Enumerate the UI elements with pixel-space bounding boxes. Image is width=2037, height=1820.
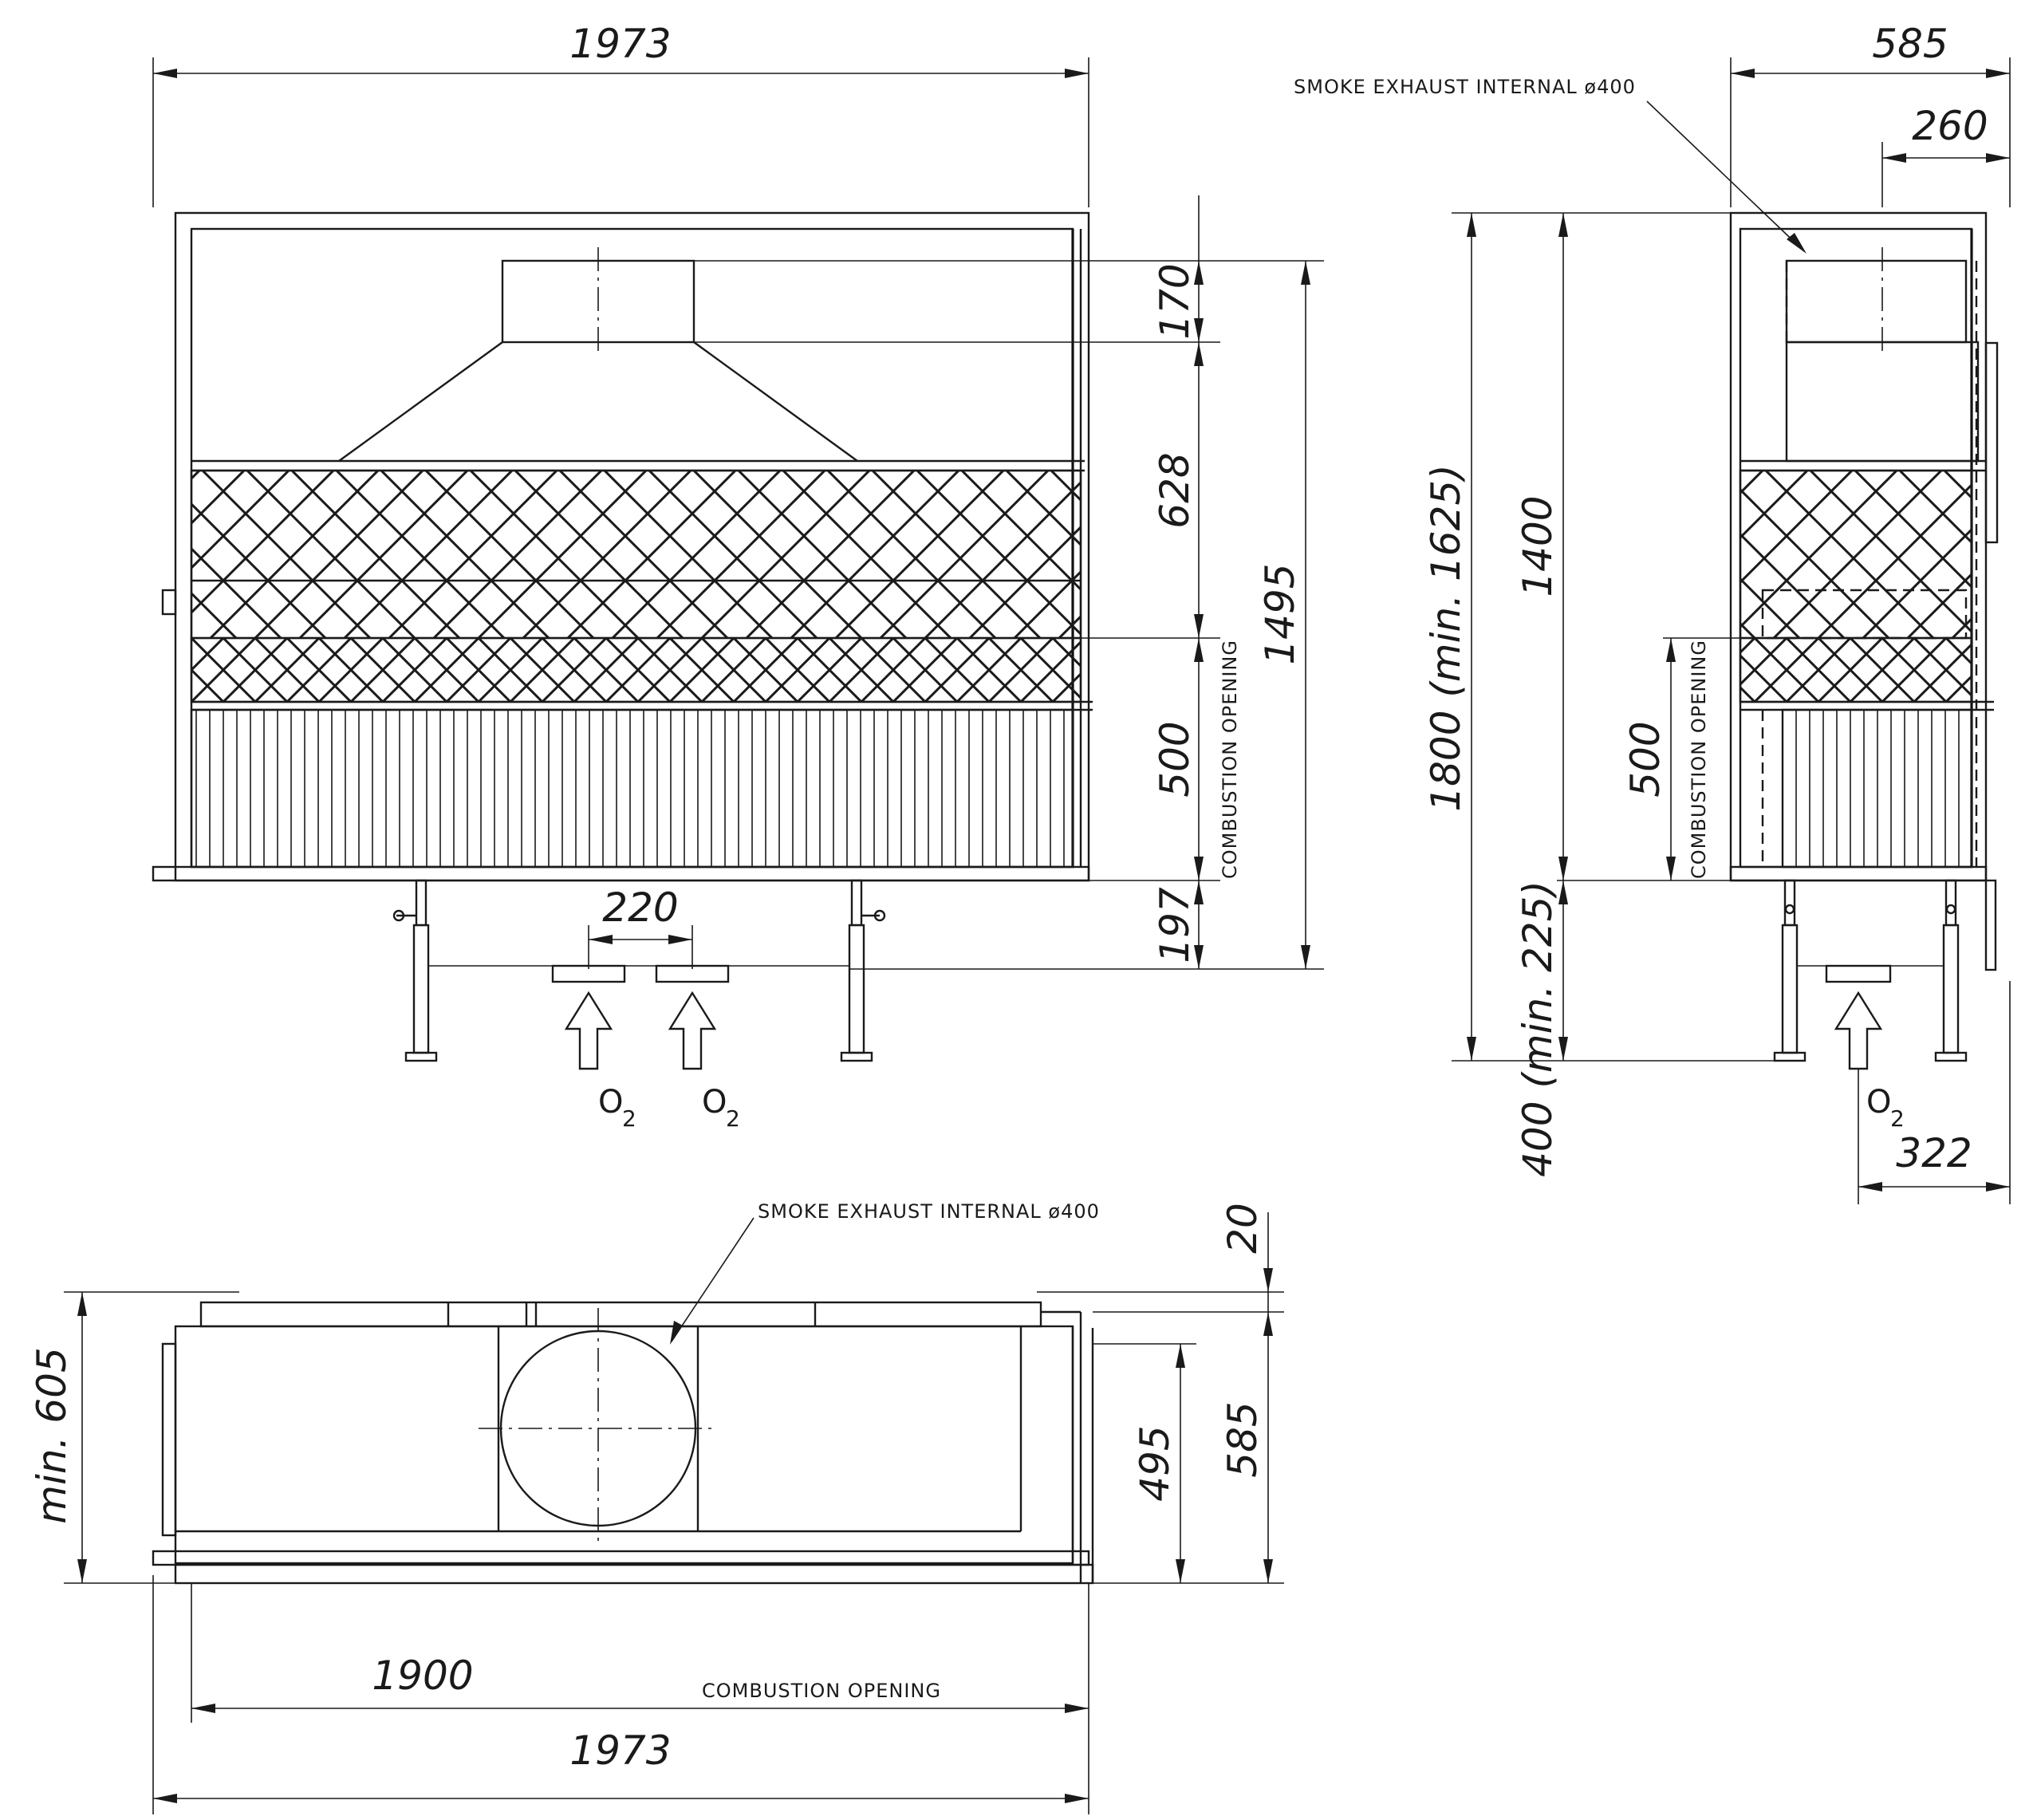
side-legs-dim: 400 (min. 225) xyxy=(1515,880,1561,1177)
side-exhaust-note: SMOKE EXHAUST INTERNAL ø400 xyxy=(1294,76,1636,98)
side-legs xyxy=(1773,879,1968,1062)
front-width-dim: 1973 xyxy=(569,21,671,67)
top-overall-width-dim: 1973 xyxy=(569,1727,671,1774)
front-upper-dim: 628 xyxy=(1152,452,1198,528)
side-offset-dim: 260 xyxy=(1912,103,1988,149)
front-opening-dim: 500 xyxy=(1152,721,1198,797)
top-depth-dim: 585 xyxy=(1219,1401,1266,1477)
side-lower-lattice xyxy=(1739,636,1973,703)
top-combustion-label: COMBUSTION OPENING xyxy=(702,1680,941,1702)
front-upper-lattice xyxy=(190,469,1082,640)
front-hood xyxy=(338,341,858,462)
front-combustion-label: COMBUSTION OPENING xyxy=(1219,640,1241,879)
front-view: O 2 O 2 1973 170 628 500 COMBUSTION OPEN… xyxy=(152,21,1324,1132)
front-legs xyxy=(392,879,886,1062)
air-inlet-sub: 2 xyxy=(622,1105,636,1132)
air-inlet-sub: 2 xyxy=(726,1105,740,1132)
air-inlet-label: O xyxy=(702,1084,727,1121)
side-total-height-dim: 1800 (min. 1625) xyxy=(1423,464,1469,811)
air-arrow-icon xyxy=(1834,991,1883,1070)
side-view: O 2 585 260 SMOKE EXHAUST INTERNAL ø400 … xyxy=(1294,21,2011,1204)
front-legs-dim: 197 xyxy=(1152,887,1198,963)
side-upper-lattice xyxy=(1739,469,1973,640)
top-min-depth-dim: min. 605 xyxy=(29,1347,75,1524)
front-hood-dim: 170 xyxy=(1152,263,1198,339)
side-opening-dim: 500 xyxy=(1622,721,1669,797)
air-inlet-label: O xyxy=(598,1084,623,1121)
top-gap-dim: 20 xyxy=(1219,1203,1266,1254)
air-arrow-icon xyxy=(668,991,717,1070)
side-exhaust-duct xyxy=(1785,259,1968,344)
top-exhaust-note: SMOKE EXHAUST INTERNAL ø400 xyxy=(758,1200,1100,1223)
top-opening-width-dim: 1900 xyxy=(372,1653,473,1699)
top-view: SMOKE EXHAUST INTERNAL ø400 20 585 495 m… xyxy=(29,1200,1284,1814)
side-air-inlet-sub: 2 xyxy=(1890,1105,1905,1132)
side-air-offset-dim: 322 xyxy=(1896,1130,1972,1176)
front-firebox xyxy=(190,708,1074,869)
air-spacing-dim: 220 xyxy=(602,884,678,931)
air-arrow-icon xyxy=(564,991,613,1070)
front-height-dim: 1495 xyxy=(1257,563,1303,664)
side-combustion-label: COMBUSTION OPENING xyxy=(1688,640,1710,879)
side-firebox xyxy=(1781,708,1973,869)
side-body-height-dim: 1400 xyxy=(1515,495,1561,597)
side-air-inlet-label: O xyxy=(1866,1084,1891,1121)
top-inner-dim: 495 xyxy=(1132,1425,1178,1501)
front-lower-lattice xyxy=(190,636,1082,703)
side-depth-dim: 585 xyxy=(1872,21,1948,67)
top-body xyxy=(174,1325,1074,1565)
